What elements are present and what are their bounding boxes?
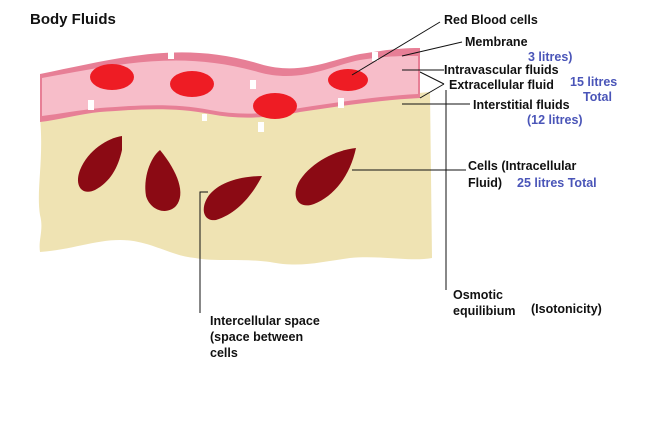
leader-membrane [401, 41, 463, 57]
leader-extracellular-b [419, 83, 445, 99]
tissue-block [38, 92, 432, 265]
red-blood-cell [170, 71, 214, 97]
pore [372, 52, 378, 61]
label-equilibium: equilibium [453, 304, 516, 318]
label-interstitial: Interstitial fluids [473, 98, 570, 112]
tissue-cell [203, 176, 262, 221]
label-total: Total [583, 90, 612, 104]
tissue-cells [77, 136, 356, 221]
pore [202, 114, 207, 121]
intravascular-fluid [42, 56, 418, 116]
label-intravascular: Intravascular fluids [444, 63, 559, 77]
tissue-cell [77, 136, 122, 192]
label-membrane: Membrane [465, 35, 528, 49]
label-intercellular-line2: (space between [210, 330, 303, 344]
leader-extracellular-a [419, 71, 445, 85]
label-25-litres-total: 25 litres Total [517, 176, 597, 190]
label-extracellular: Extracellular fluid [449, 78, 554, 92]
label-12-litres: (12 litres) [527, 113, 583, 127]
red-blood-cells [90, 64, 368, 119]
label-isotonicity: (Isotonicity) [531, 302, 602, 316]
leader-lines [199, 21, 470, 313]
label-intercellular-line1: Intercellular space [210, 314, 320, 328]
pore [168, 50, 174, 59]
red-blood-cell [328, 69, 368, 91]
label-red-blood-cells: Red Blood cells [444, 13, 538, 27]
vessel-pores [88, 50, 378, 132]
red-blood-cell [253, 93, 297, 119]
pore [258, 122, 264, 132]
tissue-cell [295, 148, 356, 206]
pore [250, 80, 256, 89]
label-cells-line2: Fluid) [468, 176, 502, 190]
leader-intercellular [199, 191, 208, 313]
label-15-litres: 15 litres [570, 75, 617, 89]
pore [338, 98, 344, 108]
label-intercellular-line3: cells [210, 346, 238, 360]
label-cells-line1: Cells (Intracellular [468, 159, 577, 173]
tissue-cell [145, 150, 181, 211]
diagram-title: Body Fluids [30, 11, 116, 28]
leader-red-blood-cells [351, 21, 441, 76]
label-osmotic: Osmotic [453, 288, 503, 302]
red-blood-cell [90, 64, 134, 90]
pore [88, 100, 94, 110]
label-3-litres: 3 litres) [528, 50, 572, 64]
